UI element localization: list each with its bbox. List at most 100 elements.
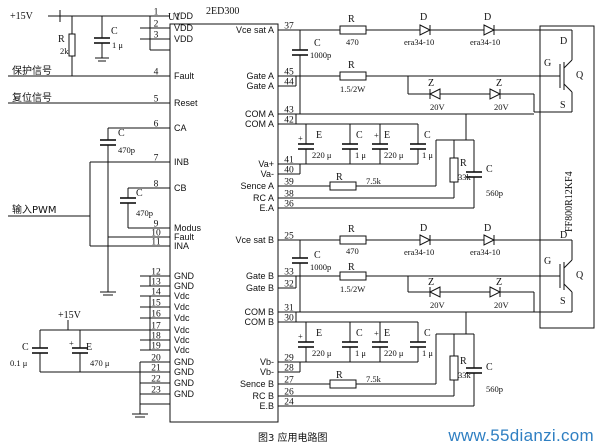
ic-pin-number: 32 xyxy=(284,280,294,290)
channel-b-circuit: R 470 D era34-10 D era34-10 C 1000p R 1.… xyxy=(278,223,573,407)
ic-pin-right: 36E.A xyxy=(259,200,294,214)
ic-pin-number: 15 xyxy=(151,299,161,309)
ic-pin-right: 39 Sence A xyxy=(240,178,294,192)
ic-pin-name: INA xyxy=(174,241,189,251)
ic-pin-number: 33 xyxy=(284,268,294,278)
c-a-vce-label: C xyxy=(314,38,321,49)
e-a-1-label: E xyxy=(316,130,322,141)
r-b-sense-label: R xyxy=(336,370,343,381)
ic-pin-name: Vb- xyxy=(260,367,274,377)
ic-pin-name: VDD xyxy=(174,23,194,33)
d-b-2-value: era34-10 xyxy=(470,247,500,257)
q1-source-label: S xyxy=(560,100,566,111)
ic-pin-right: 29 Vb- xyxy=(260,354,294,368)
q2-gate-label: G xyxy=(544,256,551,267)
ic-pin-right: 24E.B xyxy=(259,398,294,412)
c-a-rc-label: C xyxy=(486,164,493,175)
ic-pin-number: 29 xyxy=(284,354,294,364)
resistor-r-a-vce xyxy=(339,25,367,35)
ic-pin-name: GND xyxy=(174,389,195,399)
ic-pin-name: COM B xyxy=(244,307,274,317)
c-a-1-value: 1 μ xyxy=(355,150,366,160)
ic-pin-name: Sence A xyxy=(240,181,274,191)
ic-pin-number: 28 xyxy=(284,364,294,374)
z-b-1-value: 20V xyxy=(430,300,446,310)
z-a-1-value: 20V xyxy=(430,102,446,112)
ic-pin-name: Vce sat A xyxy=(236,25,274,35)
ic-pin-number: 3 xyxy=(154,31,159,41)
ic-pin-number: 11 xyxy=(151,238,160,248)
signal-pwm: 输入PWM xyxy=(12,203,57,216)
c-cb-value: 470p xyxy=(136,208,153,218)
ic-pin-number: 16 xyxy=(151,310,161,320)
timing-capacitors: C 470p C 470p xyxy=(89,127,170,296)
c-b-vce-label: C xyxy=(314,250,321,261)
ic-pin-name: GND xyxy=(174,367,195,377)
r-a-rc-value: 33k xyxy=(458,172,472,182)
diode-d-a-1 xyxy=(419,24,432,36)
signal-reset: 复位信号 xyxy=(12,91,52,104)
e-bot-value: 470 μ xyxy=(90,358,110,368)
ic-pin-right: 28 Vb- xyxy=(260,364,294,378)
ic-pin-name: Vb- xyxy=(260,357,274,367)
ic-pin-name: Vdc xyxy=(174,335,190,345)
zener-z-a-2 xyxy=(489,88,502,100)
q2-label: Q xyxy=(576,270,584,281)
ic-pin-name: Vdc xyxy=(174,325,190,335)
ic-pin-name: Va- xyxy=(261,169,274,179)
c-b-2-label: C xyxy=(424,328,431,339)
e-b-1-plus: + xyxy=(298,331,303,341)
ic-pin-name: GND xyxy=(174,271,195,281)
d-a-1-value: era34-10 xyxy=(404,37,434,47)
ic-pin-number: 7 xyxy=(154,154,159,164)
ic-pin-number: 5 xyxy=(154,95,159,105)
vcc-label-top: +15V xyxy=(10,11,34,22)
e-a-2-value: 220 μ xyxy=(384,150,404,160)
diode-d-a-2 xyxy=(483,24,496,36)
z-a-2-label: Z xyxy=(496,78,502,89)
c-b-1-value: 1 μ xyxy=(355,348,366,358)
z-b-2-label: Z xyxy=(496,277,502,288)
ic-pin-number: 4 xyxy=(154,68,159,78)
z-a-2-value: 20V xyxy=(494,102,510,112)
ic-body xyxy=(169,23,279,423)
ic-pin-name: Gate B xyxy=(246,271,274,281)
ic-pin-number: 10 xyxy=(151,229,161,239)
diode-d-b-2 xyxy=(483,234,496,246)
ic-pin-number: 25 xyxy=(284,232,294,242)
d-b-2-label: D xyxy=(484,223,491,234)
d-b-1-label: D xyxy=(420,223,427,234)
ic-pin-name: E.A xyxy=(259,203,274,213)
ic-pin-number: 44 xyxy=(284,78,294,88)
igbt-module: FF800R12KF4 D G Q S D G Q S xyxy=(539,25,595,329)
ic-pin-number: 41 xyxy=(284,156,294,166)
ic-pin-number: 40 xyxy=(284,166,294,176)
ic-pin-number: 24 xyxy=(284,398,294,408)
ic-pin-number: 43 xyxy=(284,106,294,116)
ic-pin-name: VDD xyxy=(174,34,194,44)
r-b-rc-label: R xyxy=(460,356,467,367)
figure-caption: 图3 应用电路图 xyxy=(258,433,328,444)
e-b-2-value: 220 μ xyxy=(384,348,404,358)
c-bot1-label: C xyxy=(22,342,29,353)
c-a-rc-value: 560p xyxy=(486,188,503,198)
c-b-rc-value: 560p xyxy=(486,384,503,394)
ic-pin-number: 39 xyxy=(284,178,294,188)
r-b-gate-value: 1.5/2W xyxy=(340,284,365,294)
ic-pin-right: 33 Gate B xyxy=(246,268,294,282)
diode-d-b-1 xyxy=(419,234,432,246)
ic-pin-number: 23 xyxy=(151,386,161,396)
r-a-gate-label: R xyxy=(348,60,355,71)
ic-pin-number: 30 xyxy=(284,314,294,324)
ic-pin-name: VDD xyxy=(174,11,194,21)
ic-pin-name: Fault xyxy=(174,71,195,81)
